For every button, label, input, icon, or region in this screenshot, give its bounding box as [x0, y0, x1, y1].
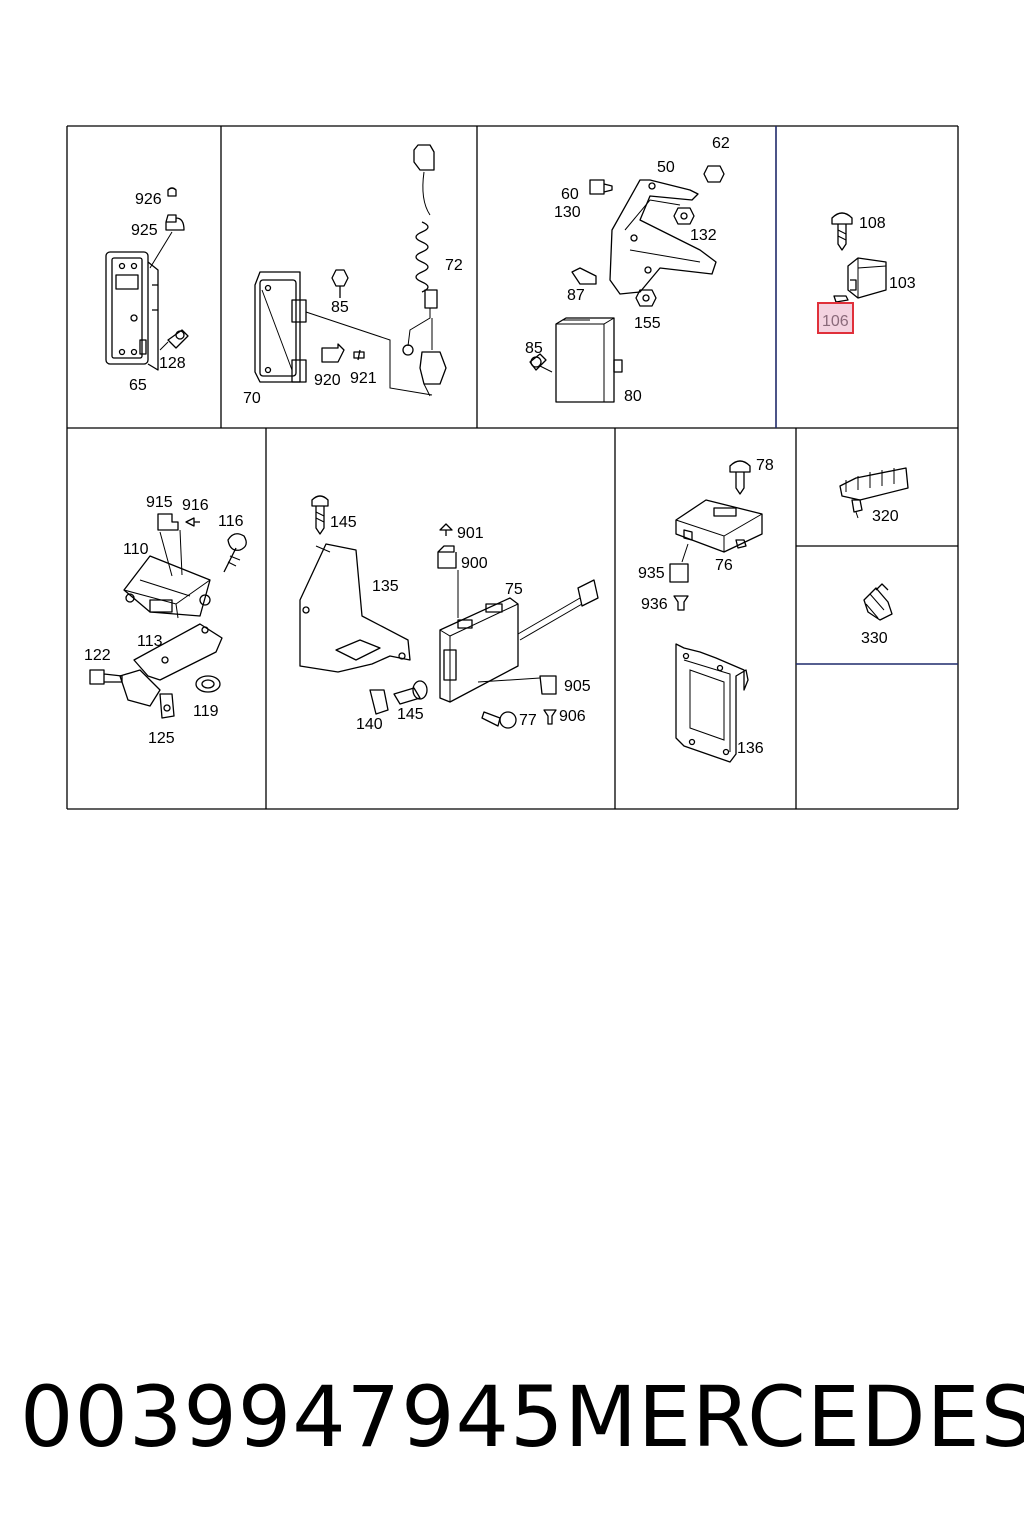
callout-103: 103 [889, 275, 916, 292]
callout-113: 113 [137, 633, 163, 650]
brand-name: MERCEDES [564, 1368, 1024, 1466]
callout-905: 905 [564, 678, 591, 695]
cell-module-65: 926 925 128 65 [105, 187, 189, 394]
cell-module-76: 78 935 76 936 136 [638, 457, 774, 763]
callout-106: 106 [822, 313, 849, 330]
callout-155: 155 [634, 315, 661, 332]
callout-901: 901 [457, 525, 484, 542]
callout-77: 77 [519, 712, 537, 729]
module-65-drawing [105, 187, 189, 371]
callout-110: 110 [123, 541, 149, 558]
callout-135: 135 [372, 578, 399, 595]
callout-915: 915 [146, 494, 173, 511]
unit-75-drawing [299, 495, 599, 729]
diagram-grid [66, 125, 959, 810]
callout-320: 320 [872, 508, 899, 525]
cell-module-70: 72 85 920 921 70 [243, 144, 463, 407]
callout-50: 50 [657, 159, 675, 176]
callout-125: 125 [148, 730, 175, 747]
cell-unit-75: 145 135 901 900 75 905 140 145 77 906 [299, 495, 599, 733]
holder-320-drawing [839, 467, 909, 519]
callout-925: 925 [131, 222, 158, 239]
callout-128: 128 [159, 355, 186, 372]
callout-906: 906 [559, 708, 586, 725]
highlight-box [817, 302, 854, 334]
callout-140: 140 [356, 716, 383, 733]
callout-921: 921 [350, 370, 377, 387]
callout-70: 70 [243, 390, 261, 407]
module-76-drawing [669, 460, 763, 763]
cell-holder-320: 320 [839, 467, 909, 525]
callout-119: 119 [193, 703, 219, 720]
callout-330: 330 [861, 630, 888, 647]
callout-136: 136 [737, 740, 764, 757]
callout-900: 900 [461, 555, 488, 572]
callout-72: 72 [445, 257, 463, 274]
callout-132: 132 [690, 227, 717, 244]
callout-76: 76 [715, 557, 733, 574]
clip-103-drawing [831, 212, 887, 303]
callout-85-b: 85 [525, 340, 543, 357]
footer: 0039947945 MERCEDES [20, 1362, 1024, 1472]
callout-85-a: 85 [331, 299, 349, 316]
callout-78: 78 [756, 457, 774, 474]
callout-108: 108 [859, 215, 886, 232]
callout-116: 116 [218, 513, 244, 530]
callout-122: 122 [84, 647, 111, 664]
callout-935: 935 [638, 565, 665, 582]
callout-62: 62 [712, 135, 730, 152]
callout-60: 60 [561, 186, 579, 203]
callout-926: 926 [135, 191, 162, 208]
callout-145-a: 145 [330, 514, 357, 531]
callout-145-b: 145 [397, 706, 424, 723]
sensor-110-drawing [89, 513, 247, 719]
callout-916: 916 [182, 497, 209, 514]
callout-87: 87 [567, 287, 585, 304]
module-70-drawing [254, 144, 447, 397]
cell-clip-330: 330 [861, 583, 893, 647]
callout-936: 936 [641, 596, 668, 613]
cell-sensor-110: 915 916 116 110 113 122 119 125 [84, 494, 247, 747]
bracket-50-drawing [529, 165, 725, 403]
callout-75: 75 [505, 581, 523, 598]
callout-920: 920 [314, 372, 341, 389]
cell-clip-103: 108 103 106 [817, 212, 916, 334]
callout-130: 130 [554, 204, 581, 221]
callout-106-highlight[interactable]: 106 [817, 302, 854, 334]
cell-bracket-50: 62 50 60 130 132 87 155 85 80 [525, 135, 730, 405]
part-number: 0039947945 [20, 1368, 565, 1466]
callout-65: 65 [129, 377, 147, 394]
clip-330-drawing [863, 583, 893, 621]
callout-80: 80 [624, 388, 642, 405]
